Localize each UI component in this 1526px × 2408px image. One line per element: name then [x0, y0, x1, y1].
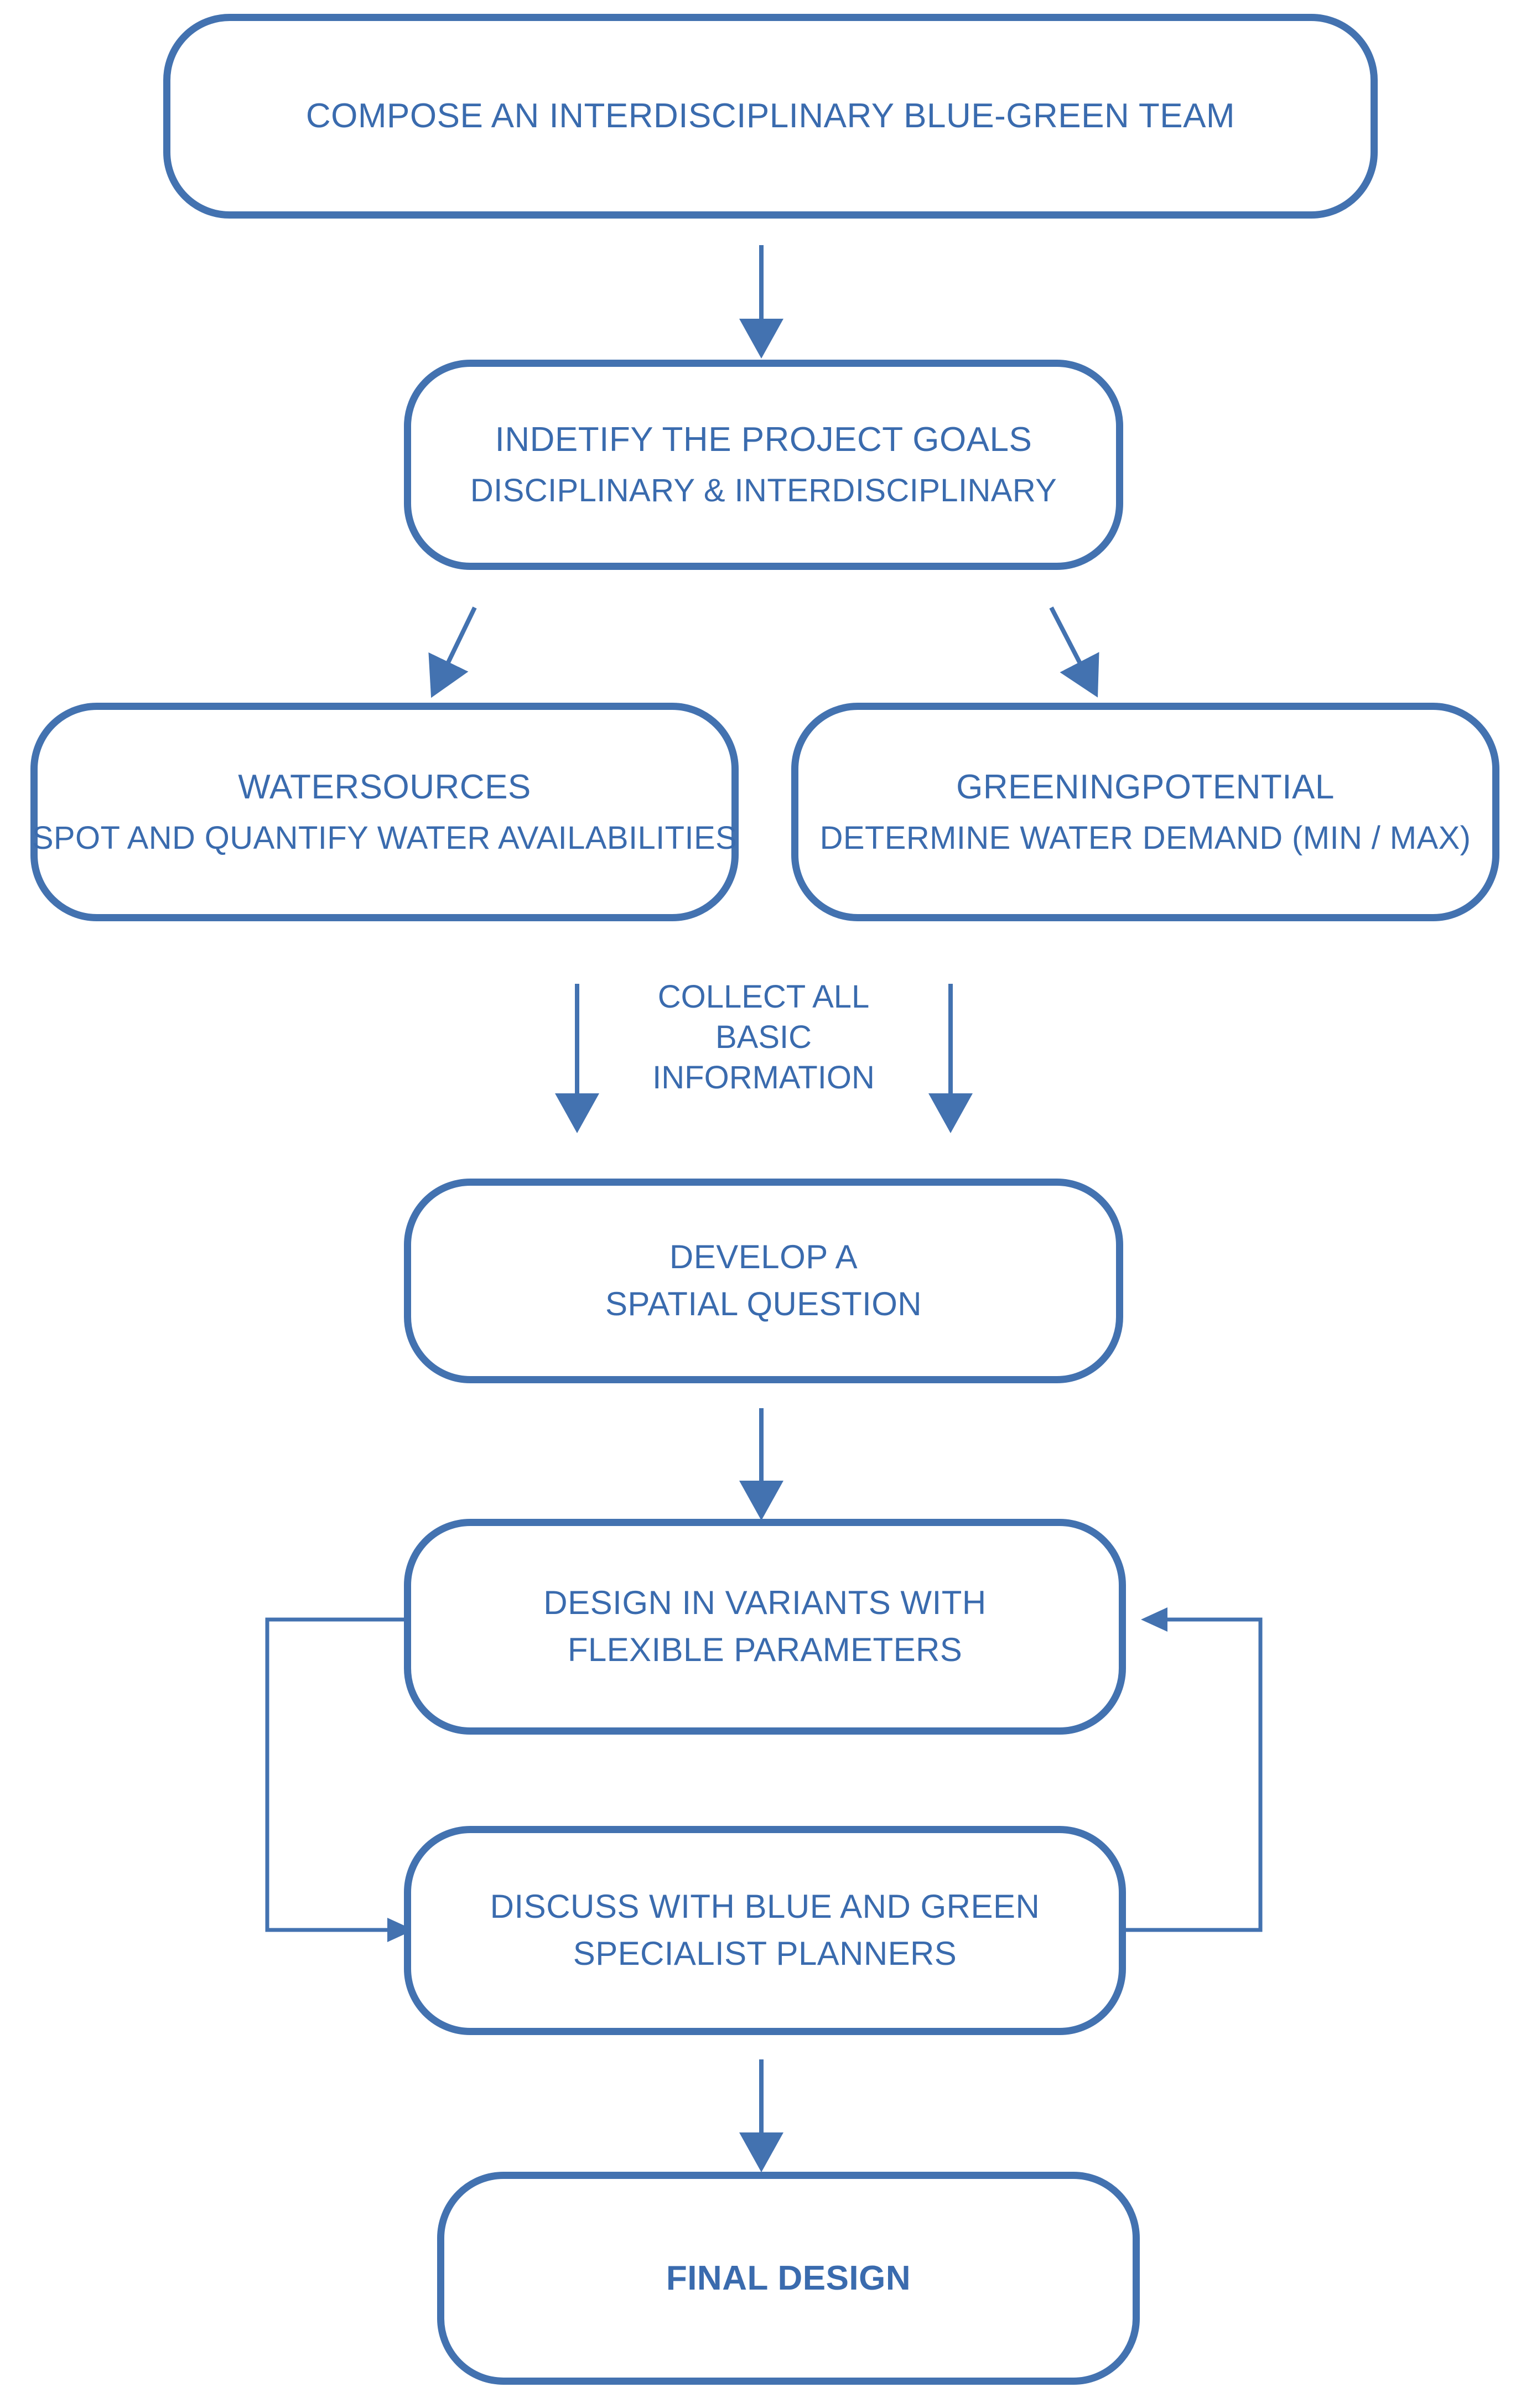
- connector-goals-to-greeningpotential: [1049, 606, 1099, 698]
- collect-information-line-2: BASIC: [715, 1019, 812, 1056]
- collect-information-line-1: COLLECT ALL: [657, 979, 870, 1015]
- node-compose-team-title: COMPOSE AN INTERDISCIPLINARY BLUE-GREEN …: [305, 97, 1236, 136]
- node-watersources-subtitle: SPOT AND QUANTIFY WATER AVAILABILITIES: [32, 819, 738, 856]
- collect-information-label: COLLECT ALL BASIC INFORMATION: [642, 977, 885, 1098]
- node-discuss-planners[interactable]: DISCUSS WITH BLUE AND GREEN SPECIALIST P…: [404, 1826, 1126, 2035]
- node-watersources[interactable]: WATERSOURCES SPOT AND QUANTIFY WATER AVA…: [30, 703, 739, 921]
- connector-feedback-design-to-discuss: [265, 1617, 414, 1942]
- node-project-goals-title: INDETIFY THE PROJECT GOALS: [495, 421, 1032, 459]
- node-project-goals[interactable]: INDETIFY THE PROJECT GOALS DISCIPLINARY …: [404, 360, 1123, 570]
- node-compose-team[interactable]: COMPOSE AN INTERDISCIPLINARY BLUE-GREEN …: [163, 14, 1378, 219]
- node-design-variants-title: DESIGN IN VARIANTS WITH: [543, 1584, 987, 1622]
- node-spatial-question-title: DEVELOP A: [669, 1238, 858, 1276]
- node-greeningpotential[interactable]: GREENINGPOTENTIAL DETERMINE WATER DEMAND…: [791, 703, 1499, 921]
- connector-feedback-discuss-to-design: [1126, 1607, 1263, 1932]
- node-project-goals-subtitle: DISCIPLINARY & INTERDISCIPLINARY: [470, 473, 1057, 509]
- node-final-design-title: FINAL DESIGN: [666, 2259, 911, 2297]
- node-design-variants-subtitle: FLEXIBLE PARAMETERS: [567, 1631, 963, 1668]
- node-greeningpotential-subtitle: DETERMINE WATER DEMAND (MIN / MAX): [819, 819, 1471, 856]
- node-discuss-planners-title: DISCUSS WITH BLUE AND GREEN: [490, 1888, 1040, 1926]
- node-greeningpotential-title: GREENINGPOTENTIAL: [956, 767, 1335, 806]
- node-watersources-title: WATERSOURCES: [238, 767, 531, 806]
- node-spatial-question-subtitle: SPATIAL QUESTION: [605, 1285, 922, 1322]
- node-final-design[interactable]: FINAL DESIGN: [437, 2172, 1140, 2385]
- collect-information-line-3: INFORMATION: [652, 1060, 875, 1096]
- node-spatial-question[interactable]: DEVELOP A SPATIAL QUESTION: [404, 1179, 1123, 1383]
- connector-goals-to-watersources: [428, 606, 477, 698]
- node-design-variants[interactable]: DESIGN IN VARIANTS WITH FLEXIBLE PARAMET…: [404, 1519, 1126, 1735]
- node-discuss-planners-subtitle: SPECIALIST PLANNERS: [573, 1935, 957, 1972]
